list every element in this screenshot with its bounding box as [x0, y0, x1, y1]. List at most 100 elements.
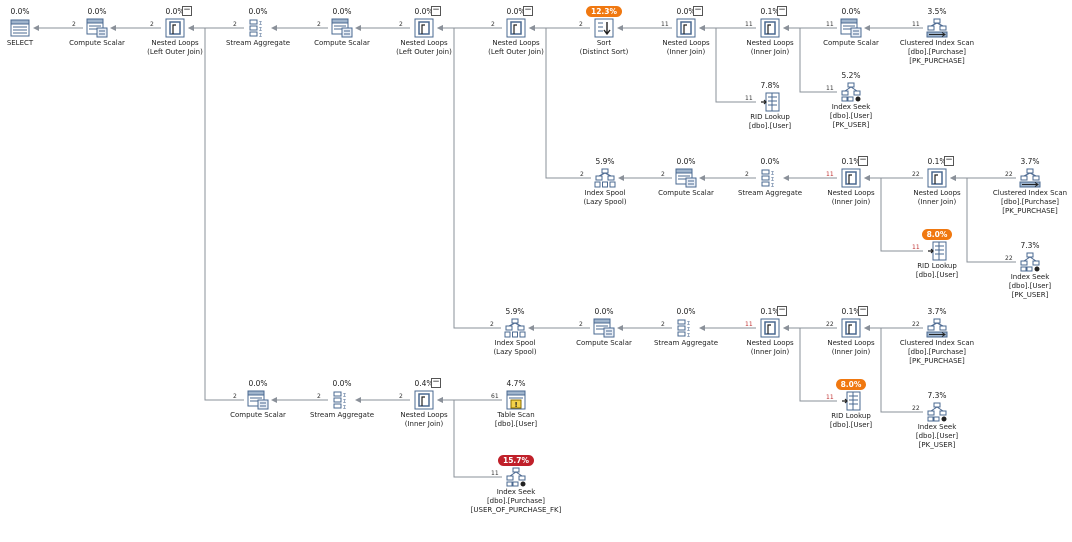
- collapse-button[interactable]: −: [182, 5, 192, 16]
- row-count-label: 2: [317, 21, 321, 28]
- cost-percentage: 0.0%: [715, 156, 825, 167]
- plan-node-compute-scalar-5[interactable]: 0.0%Compute Scalar: [549, 306, 659, 348]
- plan-node-nested-loops-2[interactable]: 0.0%−Nested Loops(Left Outer Join): [369, 6, 479, 57]
- operator-name: Nested Loops: [746, 39, 794, 47]
- operator-detail: [PK_USER]: [918, 441, 956, 449]
- plan-node-compute-scalar-4[interactable]: 0.0%Compute Scalar: [631, 156, 741, 198]
- svg-text:Σ: Σ: [687, 333, 690, 338]
- operator-name: Compute Scalar: [230, 411, 286, 419]
- plan-node-compute-scalar-6[interactable]: 0.0%Compute Scalar: [203, 378, 313, 420]
- cost-percentage: 0.0%: [287, 378, 397, 389]
- collapse-button[interactable]: −: [777, 305, 787, 316]
- plan-node-index-seek-2[interactable]: 7.3%Index Seek[dbo].[User][PK_USER]: [975, 240, 1072, 300]
- svg-text:Σ: Σ: [771, 171, 774, 177]
- row-count-label: 11: [826, 85, 834, 92]
- cost-percentage: 3.7%: [882, 306, 992, 317]
- operator-name: Stream Aggregate: [737, 189, 803, 197]
- plan-node-clustered-index-scan-2[interactable]: 3.7%Clustered Index Scan[dbo].[Purchase]…: [975, 156, 1072, 216]
- svg-text:Σ: Σ: [259, 27, 262, 33]
- operator-detail: [dbo].[User]: [915, 271, 959, 279]
- plan-node-rid-lookup-3[interactable]: 8.0%RID Lookup[dbo].[User]: [796, 379, 906, 430]
- operator-detail: [dbo].[Purchase]: [907, 48, 967, 56]
- operator-name: Compute Scalar: [576, 339, 632, 347]
- svg-text:!: !: [515, 401, 518, 409]
- operator-name: SELECT: [6, 39, 34, 47]
- operator-detail: (Left Outer Join): [147, 48, 203, 56]
- plan-node-nested-loops-7[interactable]: 0.1%−Nested Loops(Inner Join): [882, 156, 992, 207]
- plan-node-sort[interactable]: 12.3%Sort(Distinct Sort): [549, 6, 659, 57]
- cost-percentage: 0.1%−: [715, 6, 825, 17]
- plan-node-rid-lookup-2[interactable]: 8.0%RID Lookup[dbo].[User]: [882, 229, 992, 280]
- plan-node-clustered-index-scan-1[interactable]: 3.5%Clustered Index Scan[dbo].[Purchase]…: [882, 6, 992, 66]
- operator-name: Nested Loops: [827, 339, 875, 347]
- data-flow-arrow: [783, 325, 837, 402]
- cost-label: 5.9%: [505, 307, 525, 316]
- nested-loops-icon: [715, 317, 825, 339]
- index-seek-icon: [461, 466, 571, 488]
- plan-node-index-seek-4[interactable]: 15.7%Index Seek[dbo].[Purchase][USER_OF_…: [461, 455, 571, 515]
- svg-text:Σ: Σ: [259, 33, 262, 38]
- plan-node-nested-loops-5[interactable]: 0.1%−Nested Loops(Inner Join): [715, 6, 825, 57]
- plan-node-nested-loops-4[interactable]: 0.0%−Nested Loops(Inner Join): [631, 6, 741, 57]
- index-seek-icon: [975, 251, 1072, 273]
- nested-loops-icon: [369, 17, 479, 39]
- collapse-button[interactable]: −: [693, 5, 703, 16]
- collapse-button[interactable]: −: [777, 5, 787, 16]
- cost-label: 8.0%: [835, 379, 867, 390]
- operator-name: Stream Aggregate: [225, 39, 291, 47]
- cost-percentage: 0.0%−: [120, 6, 230, 17]
- row-count-label: 2: [317, 393, 321, 400]
- operator-name: Nested Loops: [913, 189, 961, 197]
- plan-node-nested-loops-3[interactable]: 0.0%−Nested Loops(Left Outer Join): [461, 6, 571, 57]
- plan-node-index-spool-1[interactable]: 5.9%Index Spool(Lazy Spool): [550, 156, 660, 207]
- plan-node-compute-scalar-1[interactable]: 0.0%Compute Scalar: [42, 6, 152, 48]
- plan-node-nested-loops-8[interactable]: 0.1%−Nested Loops(Inner Join): [715, 306, 825, 357]
- index-spool-icon: [550, 167, 660, 189]
- svg-text:Σ: Σ: [687, 327, 690, 333]
- row-count-label: 22: [912, 405, 920, 412]
- row-count-label: 22: [1005, 255, 1013, 262]
- plan-node-compute-scalar-3[interactable]: 0.0%Compute Scalar: [796, 6, 906, 48]
- operator-name: Table Scan: [497, 411, 535, 419]
- operator-detail: (Left Outer Join): [488, 48, 544, 56]
- svg-text:Σ: Σ: [343, 393, 346, 399]
- plan-node-nested-loops-9[interactable]: 0.1%−Nested Loops(Inner Join): [796, 306, 906, 357]
- collapse-button[interactable]: −: [858, 155, 868, 166]
- svg-text:Σ: Σ: [343, 405, 346, 410]
- cost-percentage: 7.3%: [975, 240, 1072, 251]
- cost-percentage: 0.0%: [203, 6, 313, 17]
- operator-detail: (Left Outer Join): [396, 48, 452, 56]
- plan-node-index-spool-2[interactable]: 5.9%Index Spool(Lazy Spool): [460, 306, 570, 357]
- plan-node-nested-loops-10[interactable]: 0.4%−Nested Loops(Inner Join): [369, 378, 479, 429]
- cost-label: 0.1%: [760, 7, 780, 16]
- collapse-button[interactable]: −: [431, 377, 441, 388]
- plan-node-table-scan[interactable]: 4.7%!Table Scan[dbo].[User]: [461, 378, 571, 429]
- plan-node-clustered-index-scan-3[interactable]: 3.7%Clustered Index Scan[dbo].[Purchase]…: [882, 306, 992, 366]
- cost-label: 7.3%: [1020, 241, 1040, 250]
- cost-percentage: 0.1%−: [715, 306, 825, 317]
- plan-node-select[interactable]: 0.0%SELECT: [0, 6, 75, 48]
- collapse-button[interactable]: −: [523, 5, 533, 16]
- cost-percentage: 0.0%−: [631, 6, 741, 17]
- data-flow-arrow: [950, 175, 1016, 263]
- plan-node-nested-loops-6[interactable]: 0.1%−Nested Loops(Inner Join): [796, 156, 906, 207]
- nested-loops-icon: [120, 17, 230, 39]
- plan-node-compute-scalar-2[interactable]: 0.0%Compute Scalar: [287, 6, 397, 48]
- collapse-button[interactable]: −: [858, 305, 868, 316]
- plan-node-nested-loops-1[interactable]: 0.0%−Nested Loops(Left Outer Join): [120, 6, 230, 57]
- cost-percentage: 7.8%: [715, 80, 825, 91]
- plan-node-rid-lookup-1[interactable]: 7.8%RID Lookup[dbo].[User]: [715, 80, 825, 131]
- plan-node-index-seek-3[interactable]: 7.3%Index Seek[dbo].[User][PK_USER]: [882, 390, 992, 450]
- operator-name: RID Lookup: [750, 113, 790, 121]
- row-count-label: 2: [399, 21, 403, 28]
- collapse-button[interactable]: −: [431, 5, 441, 16]
- plan-node-index-seek-1[interactable]: 5.2%Index Seek[dbo].[User][PK_USER]: [796, 70, 906, 130]
- row-count-label: 11: [745, 95, 753, 102]
- collapse-button[interactable]: −: [944, 155, 954, 166]
